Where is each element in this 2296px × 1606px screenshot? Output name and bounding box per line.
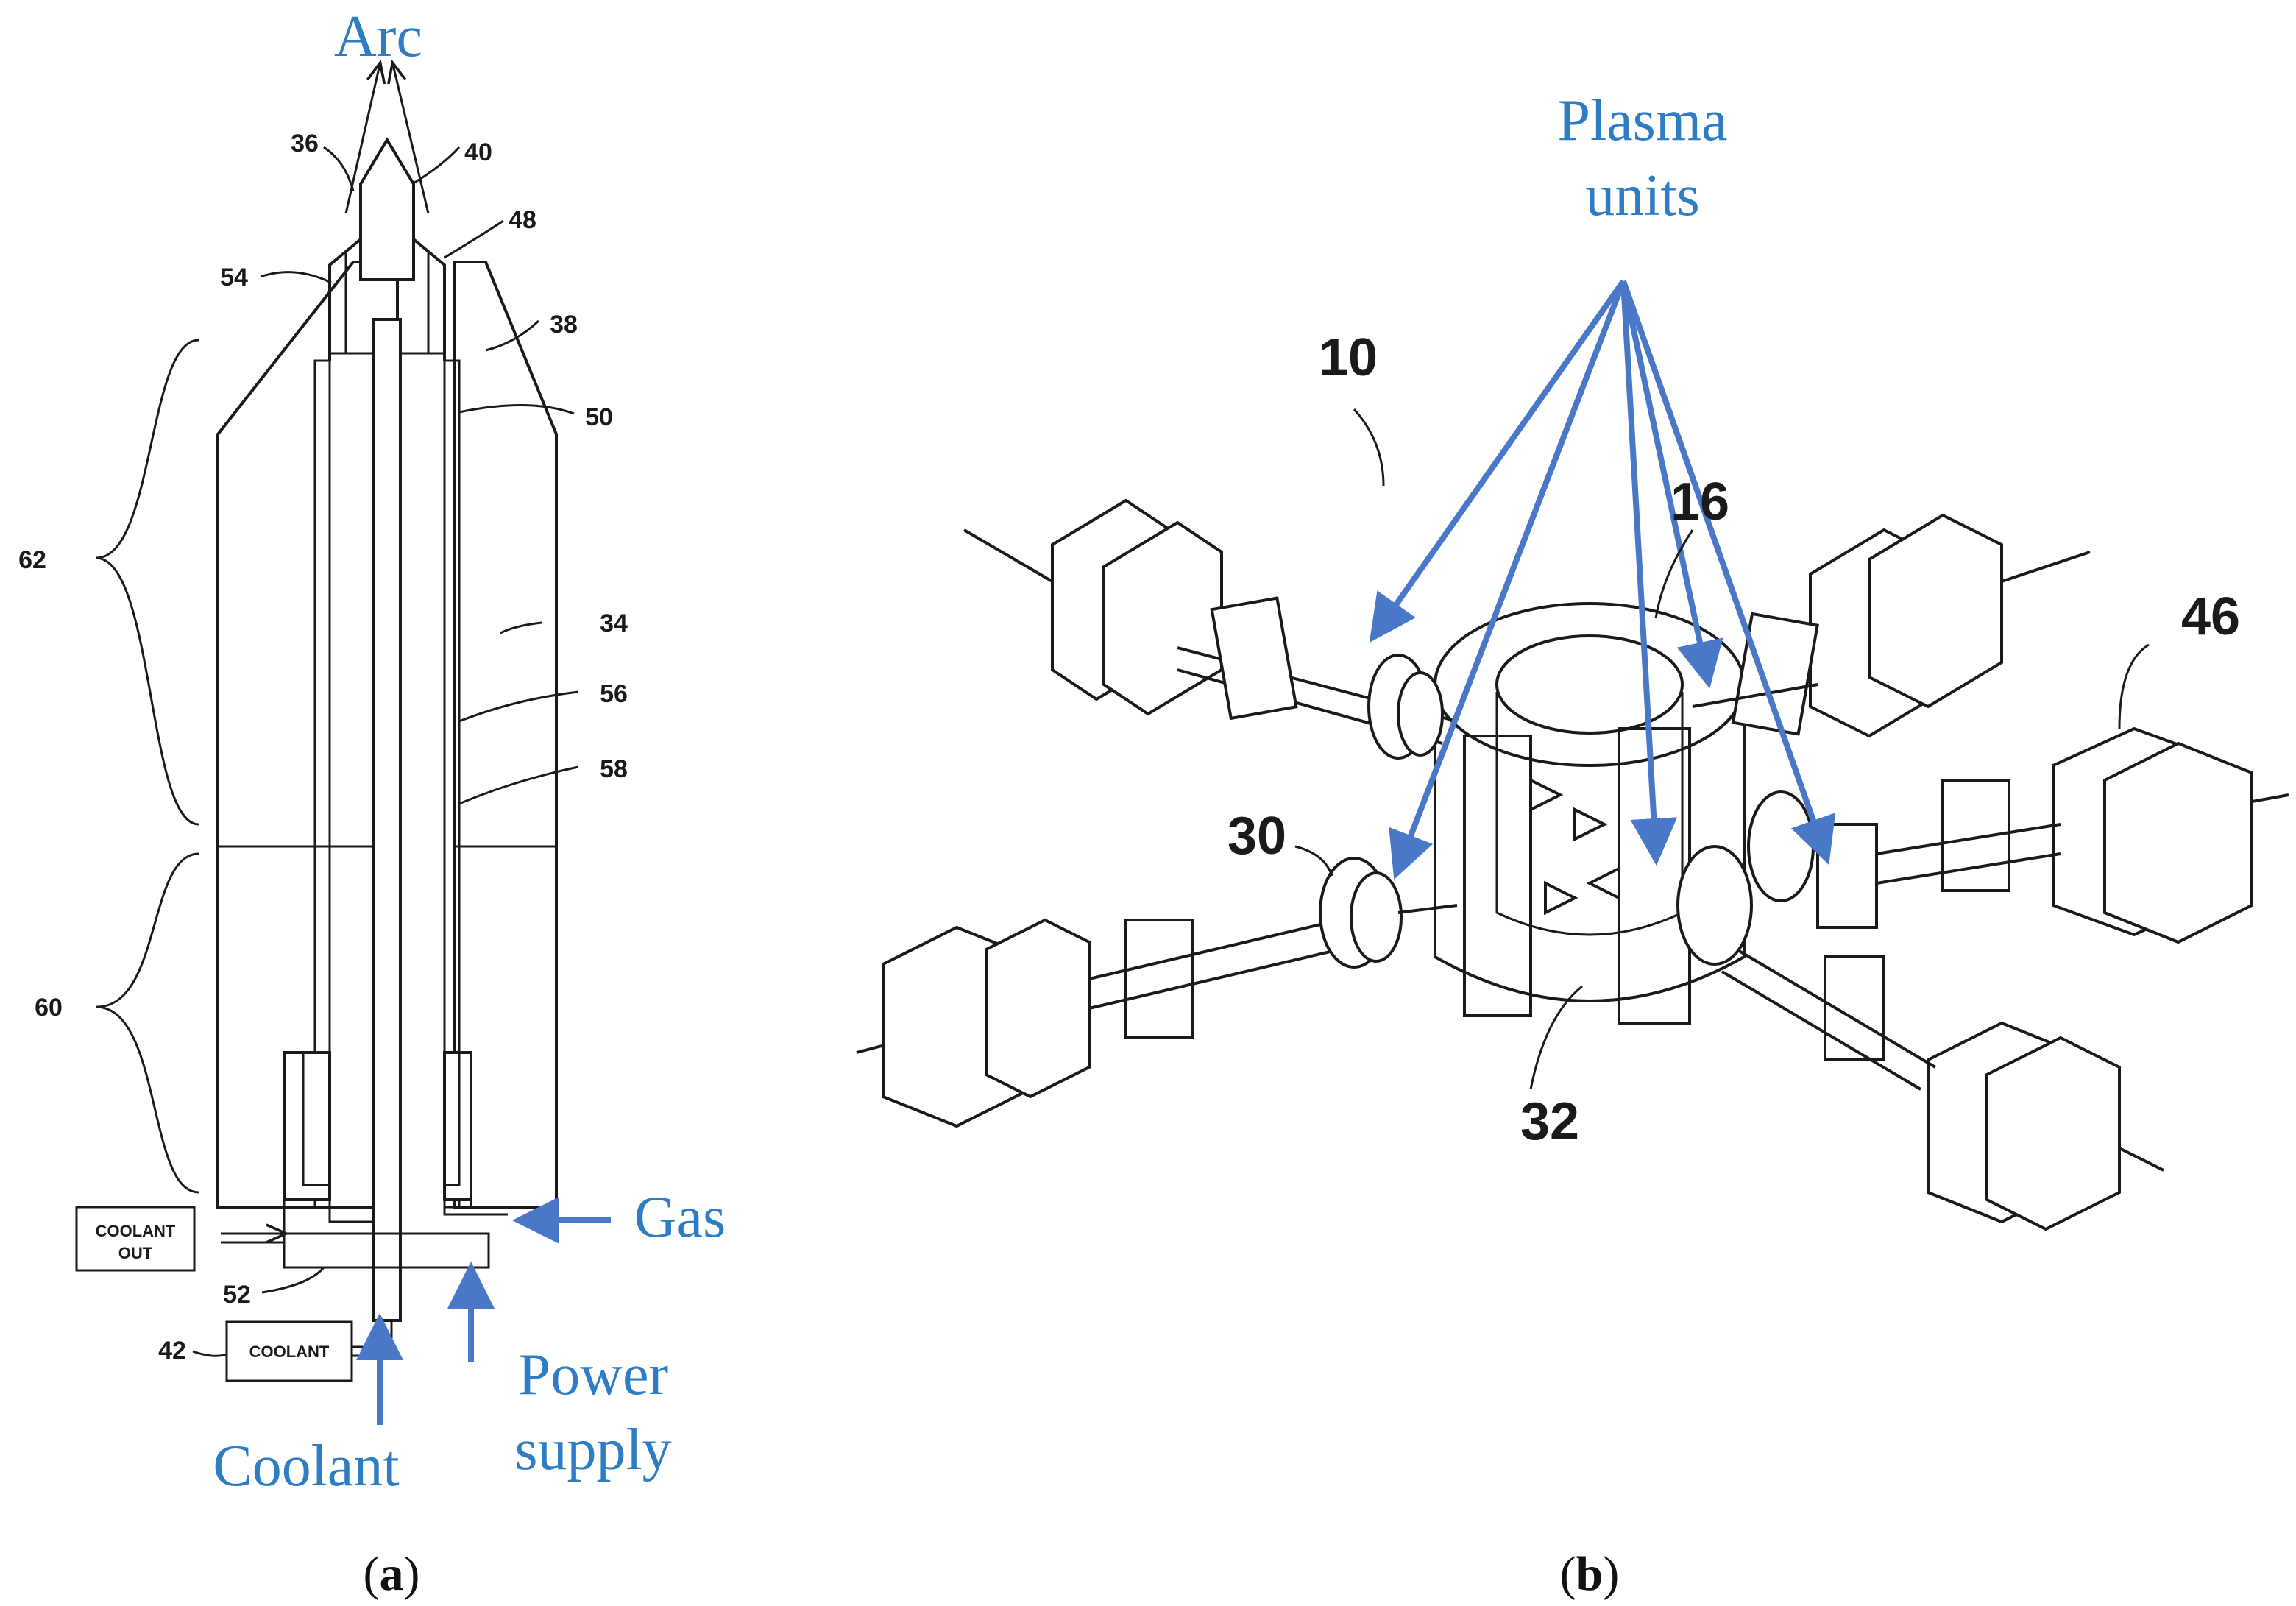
plasma-unit-right	[1747, 726, 2289, 944]
panel-b-reactor	[1434, 602, 1746, 1025]
plasma-unit-back-left	[963, 498, 1458, 760]
label-52: 52	[223, 1281, 251, 1309]
label-62: 62	[18, 546, 46, 574]
gas-label: Gas	[634, 1185, 726, 1250]
label-30: 30	[1227, 807, 1286, 866]
caption-a: (a)	[364, 1547, 420, 1601]
label-38: 38	[550, 311, 578, 339]
label-36: 36	[291, 130, 319, 158]
coolant-out-label-1: COOLANT	[96, 1222, 176, 1240]
power-label-2: supply	[514, 1418, 671, 1482]
label-34: 34	[600, 609, 628, 637]
plasma-units-label-2: units	[1585, 163, 1700, 228]
panel-a-text: Arc 36 40 48 54 38 50 62 34 56 58 60 52 …	[18, 4, 726, 1601]
label-42: 42	[158, 1337, 186, 1365]
torch-body-right	[453, 261, 558, 1209]
label-50: 50	[585, 403, 613, 431]
panel-a-torch	[75, 65, 579, 1382]
label-60: 60	[35, 994, 63, 1022]
plasma-unit-front-right	[1676, 845, 2164, 1231]
label-10: 10	[1319, 328, 1378, 387]
caption-b: (b)	[1560, 1547, 1620, 1601]
coolant-label: Coolant	[213, 1434, 399, 1499]
power-label-1: Power	[518, 1343, 668, 1407]
label-40: 40	[464, 138, 492, 166]
label-16: 16	[1670, 473, 1729, 531]
label-58: 58	[600, 755, 628, 783]
plasma-unit-back-right	[1692, 513, 2091, 738]
electrode-rod	[372, 318, 402, 1322]
electrode-tip	[359, 137, 415, 281]
brace-62	[95, 339, 199, 826]
label-48: 48	[509, 206, 536, 234]
plasma-unit-arrows	[1369, 279, 1836, 880]
coolant-out-box	[75, 1206, 196, 1272]
arc-label: Arc	[334, 4, 422, 69]
coolant-box	[225, 1320, 353, 1382]
pillar-left	[1463, 735, 1532, 1017]
pillar-right	[1618, 727, 1691, 1025]
panel-b-leaders	[1294, 408, 2150, 1090]
coolant-out-label-2: OUT	[118, 1244, 153, 1262]
label-46: 46	[2181, 587, 2240, 646]
brace-60	[95, 852, 199, 1194]
label-32: 32	[1520, 1092, 1579, 1151]
label-54: 54	[220, 263, 248, 291]
panel-a-arrows	[356, 1197, 611, 1425]
panel-b-text: Plasma units 10 16 46 30 32 (b)	[1227, 88, 2240, 1601]
label-56: 56	[600, 680, 628, 708]
coolant-box-label: COOLANT	[249, 1343, 330, 1361]
plasma-units-label-1: Plasma	[1557, 88, 1727, 153]
plasma-unit-left	[856, 857, 1458, 1128]
